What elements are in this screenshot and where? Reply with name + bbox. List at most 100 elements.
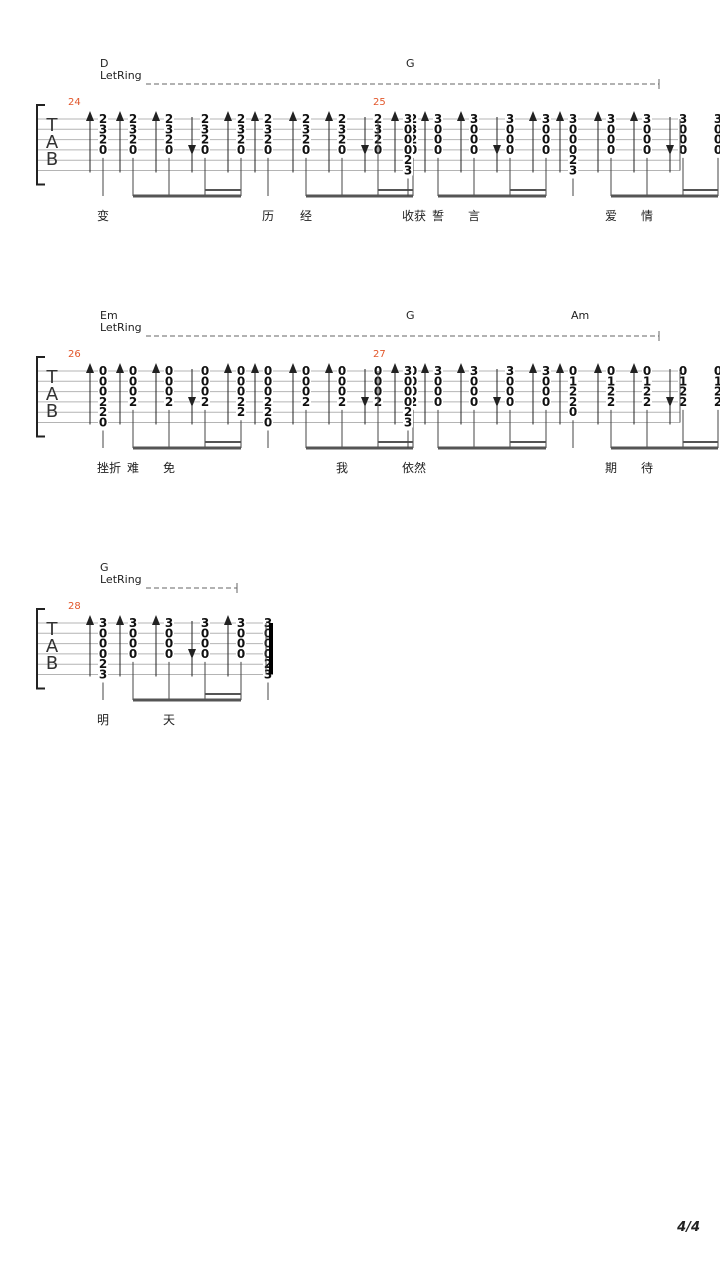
fret-number: 0 [542, 133, 550, 147]
fret-mask [98, 406, 108, 418]
fret-number: 2 [237, 405, 245, 419]
system-bracket [36, 608, 45, 690]
fret-mask [98, 143, 108, 155]
fret-number: 2 [302, 395, 310, 409]
fret-number: 0 [99, 364, 107, 378]
fret-number: 2 [237, 112, 245, 126]
fret-mask [606, 113, 616, 124]
fret-number: 2 [165, 395, 173, 409]
lyric: 变 [97, 208, 109, 223]
fret-mask [200, 143, 210, 155]
fret-mask [568, 133, 578, 145]
fret-mask [642, 375, 652, 387]
fret-number: 2 [264, 395, 272, 409]
strum-up-arrow [325, 363, 333, 373]
fret-number: 0 [542, 122, 550, 136]
strum-down-arrow [188, 397, 196, 407]
fret-mask [301, 365, 311, 376]
lyric: 难 [127, 461, 139, 475]
fret-number: 0 [201, 647, 209, 661]
tab-clef-letter: B [46, 401, 58, 422]
tab-clef-letter: T [46, 115, 59, 136]
fret-mask [642, 385, 652, 397]
fret-mask [713, 123, 720, 135]
fret-number: 0 [201, 374, 209, 388]
fret-mask [200, 647, 210, 659]
fret-mask [469, 365, 479, 376]
fret-mask [568, 164, 578, 176]
fret-mask [236, 637, 246, 649]
fret-mask [373, 113, 383, 124]
fret-mask [505, 385, 515, 397]
fret-number: 3 [99, 668, 107, 682]
fret-mask [678, 365, 688, 376]
fret-mask [337, 133, 347, 145]
fret-mask [301, 395, 311, 407]
fret-mask [403, 365, 413, 376]
fret-number: 0 [506, 385, 514, 399]
fret-mask [98, 395, 108, 407]
fret-number: 0 [679, 133, 687, 147]
tab-clef-letter: T [46, 619, 59, 640]
fret-mask [263, 395, 273, 407]
strum-up-arrow [86, 615, 94, 625]
fret-number: 0 [607, 364, 615, 378]
lyric: 依然 [402, 460, 426, 475]
fret-number: 0 [542, 374, 550, 388]
fret-mask [713, 395, 720, 407]
fret-mask [263, 113, 273, 124]
lyric: 历 [262, 209, 274, 223]
fret-mask [164, 627, 174, 639]
fret-number: 0 [99, 626, 107, 640]
strum-up-arrow [594, 363, 602, 373]
fret-mask [642, 113, 652, 124]
fret-number: 3 [569, 112, 577, 126]
fret-number: 0 [99, 385, 107, 399]
fret-number: 3 [302, 122, 310, 136]
fret-mask [236, 375, 246, 387]
fret-mask [128, 647, 138, 659]
fret-number: 0 [302, 374, 310, 388]
fret-number: 0 [302, 143, 310, 157]
fret-mask [678, 123, 688, 135]
tab-system: TABLetRing28G300023300030003000300030002… [36, 561, 273, 727]
fret-mask [301, 123, 311, 135]
fret-number: 0 [569, 405, 577, 419]
tab-system: TABLetRing26Em00022000020002000200022000… [36, 309, 720, 475]
fret-mask [678, 395, 688, 407]
fret-number: 2 [99, 405, 107, 419]
fret-mask [98, 658, 108, 670]
fret-mask [606, 375, 616, 387]
fret-number: 3 [542, 364, 550, 378]
fret-mask [128, 133, 138, 145]
fret-mask [200, 375, 210, 387]
fret-number: 0 [714, 133, 720, 147]
fret-mask [713, 133, 720, 145]
fret-mask [236, 143, 246, 155]
fret-number: 0 [569, 364, 577, 378]
fret-number: 3 [714, 112, 720, 126]
fret-number: 2 [338, 112, 346, 126]
fret-mask [505, 375, 515, 387]
fret-mask [373, 365, 383, 376]
fret-mask [98, 113, 108, 124]
fret-mask [403, 154, 413, 166]
fret-mask [403, 416, 413, 428]
fret-number: 3 [338, 122, 346, 136]
strum-up-arrow [86, 111, 94, 121]
fret-mask [200, 123, 210, 135]
fret-mask [236, 365, 246, 376]
chord-name: G [100, 561, 109, 574]
fret-number: 2 [607, 395, 615, 409]
strum-down-arrow [493, 397, 501, 407]
fret-number: 0 [99, 637, 107, 651]
fret-number: 0 [569, 143, 577, 157]
fret-number: 0 [237, 626, 245, 640]
